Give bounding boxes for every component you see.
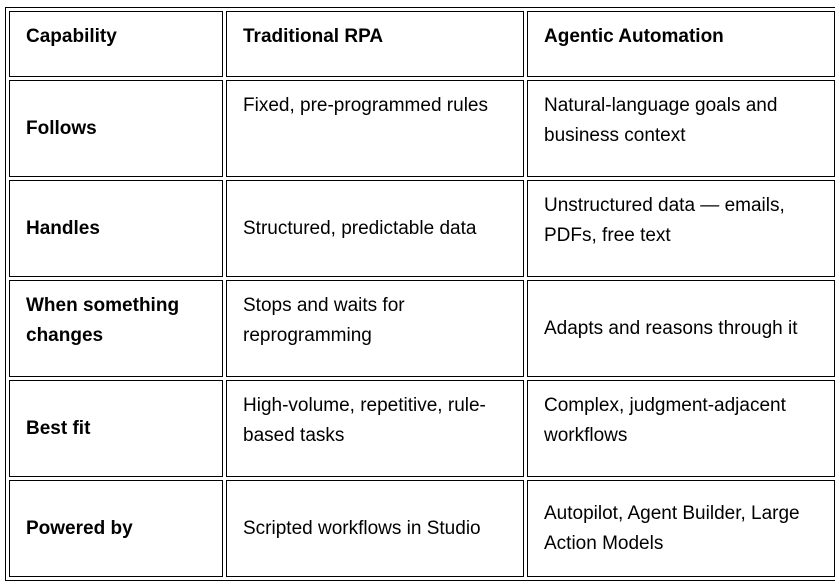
row-label-powered-by: Powered by (9, 480, 223, 577)
cell-rpa: Scripted workflows in Studio (226, 480, 524, 577)
cell-rpa: Fixed, pre-programmed rules (226, 80, 524, 177)
cell-agentic: Natural-language goals and business cont… (527, 80, 835, 177)
cell-agentic: Unstructured data — emails, PDFs, free t… (527, 180, 835, 277)
row-label-handles: Handles (9, 180, 223, 277)
table-row: Follows Fixed, pre-programmed rules Natu… (9, 80, 835, 177)
header-traditional-rpa: Traditional RPA (226, 11, 524, 77)
row-label-best-fit: Best fit (9, 380, 223, 477)
header-capability: Capability (9, 11, 223, 77)
cell-rpa: Structured, predictable data (226, 180, 524, 277)
cell-rpa: Stops and waits for reprogramming (226, 280, 524, 377)
cell-rpa: High-volume, repetitive, rule-based task… (226, 380, 524, 477)
table-row: Best fit High-volume, repetitive, rule-b… (9, 380, 835, 477)
row-label-when-something-changes: When something changes (9, 280, 223, 377)
row-label-follows: Follows (9, 80, 223, 177)
table-header-row: Capability Traditional RPA Agentic Autom… (9, 11, 835, 77)
comparison-table: Capability Traditional RPA Agentic Autom… (5, 7, 835, 581)
cell-agentic: Autopilot, Agent Builder, Large Action M… (527, 480, 835, 577)
table-row: Powered by Scripted workflows in Studio … (9, 480, 835, 577)
table-row: When something changes Stops and waits f… (9, 280, 835, 377)
table-row: Handles Structured, predictable data Uns… (9, 180, 835, 277)
cell-agentic: Complex, judgment-adjacent workflows (527, 380, 835, 477)
cell-agentic: Adapts and reasons through it (527, 280, 835, 377)
header-agentic-automation: Agentic Automation (527, 11, 835, 77)
